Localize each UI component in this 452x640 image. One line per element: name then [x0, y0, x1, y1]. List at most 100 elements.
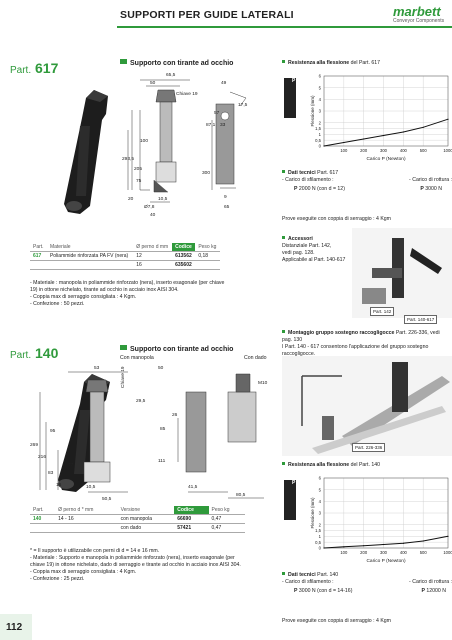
- table-row: 16 635602: [30, 260, 220, 270]
- dim-label: 77: [68, 462, 74, 468]
- dim-label: 10,5: [158, 196, 168, 202]
- montaggio-image: [282, 356, 452, 456]
- label-part-226-336: Part. 226-336: [352, 443, 386, 452]
- accessori-image: [352, 228, 452, 318]
- dim-label: 95: [50, 428, 56, 434]
- x-tick-label: 300: [380, 550, 388, 555]
- notes-617: - Materiale : manopola in poliammide rin…: [30, 280, 225, 308]
- dim-label: 20: [128, 196, 134, 202]
- dim-label: 9: [224, 194, 227, 200]
- dim-label: 293,5: [122, 156, 134, 162]
- dim-label: 26: [172, 412, 178, 418]
- prove-617: Prove eseguite con coppia di serraggio :…: [282, 216, 392, 222]
- brand-subtitle: Conveyor Components: [393, 18, 445, 24]
- dim-label: 65,5: [166, 72, 176, 78]
- y-tick-label: 5: [319, 487, 322, 492]
- bullet-icon: [282, 572, 285, 575]
- green-square-icon: [120, 345, 127, 350]
- y-tick-label: 2: [319, 522, 322, 527]
- y-tick-label: 6: [319, 74, 322, 79]
- data-point: [382, 134, 385, 137]
- dim-label: 41,5: [188, 484, 198, 490]
- y-tick-label: 1: [319, 132, 322, 137]
- y-tick-label: 4: [319, 97, 322, 102]
- y-tick-label: 4: [319, 499, 322, 504]
- dim-label: 17,5: [238, 102, 248, 108]
- header-rule: [117, 26, 452, 28]
- spec-table-617: Part. Materiale Ø perno d mm Codice Peso…: [30, 243, 220, 270]
- dim-label: 29,5: [136, 398, 146, 404]
- y-tick-label: 0,5: [315, 540, 321, 545]
- prove-140: Prove eseguite con coppia di serraggio :…: [282, 618, 392, 624]
- plot-frame: [323, 75, 449, 147]
- bullet-icon: [282, 170, 285, 173]
- y-tick-label: 5: [319, 85, 322, 90]
- header-bar: [0, 0, 452, 28]
- label-con-manopola: Con manopola: [120, 355, 154, 361]
- dim-label: 100: [140, 138, 148, 144]
- table-row: 617 Poliammide rinforzata PA FV (nera) 1…: [30, 251, 220, 261]
- data-point: [323, 145, 325, 147]
- page-title: SUPPORTI PER GUIDE LATERALI: [120, 9, 294, 21]
- y-tick-label: 0,5: [315, 138, 321, 143]
- y-tick-label: 3: [319, 511, 322, 516]
- dim-label: 85: [160, 426, 166, 432]
- data-point: [323, 547, 325, 549]
- part-prefix: Part.: [10, 65, 32, 76]
- x-tick-label: 100: [340, 550, 348, 555]
- section-title-140: Supporto con tirante ad occhio: [120, 345, 233, 353]
- dim-label: 16: [56, 482, 62, 488]
- plot-frame: [323, 477, 449, 549]
- bullet-icon: [282, 462, 285, 465]
- green-square-icon: [120, 59, 127, 64]
- x-tick-label: 400: [400, 550, 408, 555]
- x-tick-label: 500: [420, 148, 428, 153]
- dim-label: Chiave 19: [176, 91, 198, 97]
- p-label: P: [292, 78, 296, 84]
- bullet-icon: [282, 236, 285, 239]
- dim-label: 87,1: [206, 122, 216, 128]
- dim-label: 50: [158, 365, 164, 371]
- data-point: [447, 118, 449, 120]
- x-tick-label: 200: [360, 550, 368, 555]
- x-tick-label: 1000: [443, 148, 452, 153]
- part-number: 140: [35, 345, 59, 361]
- brand-logo: marbett: [393, 4, 441, 19]
- data-point: [402, 131, 404, 133]
- label-part-140-617: Part. 140-617: [404, 315, 438, 324]
- chart-title-617: Resistenza alla flessione del Part. 617: [282, 60, 452, 67]
- y-tick-label: 0: [319, 144, 322, 149]
- dim-label: 83: [48, 470, 54, 476]
- table-row: 140 14 - 16 con manopola 66690 0,47: [30, 514, 245, 524]
- page-number-box: [0, 614, 32, 640]
- dim-label: 50,5: [102, 496, 112, 502]
- part-prefix: Part.: [10, 350, 32, 361]
- data-point: [422, 126, 424, 128]
- series-line: [323, 118, 449, 147]
- technical-drawing-140: 53 Chiave 19 50 M10 29,5 85 26 269 216 9…: [28, 362, 278, 502]
- chart-title-140: Resistenza alla flessione del Part. 140: [282, 462, 452, 469]
- dim-label: 65: [224, 204, 230, 210]
- section-title-617: Supporto con tirante ad occhio: [120, 59, 233, 67]
- dim-label: 40: [150, 212, 156, 218]
- data-point: [382, 543, 385, 546]
- dim-label: 49: [221, 80, 227, 86]
- data-point: [422, 540, 424, 542]
- part-617-label: Part. 617: [10, 60, 58, 76]
- data-point: [363, 138, 365, 140]
- y-axis-label: Flessione (mm): [310, 497, 315, 529]
- dim-label: 10,5: [86, 484, 96, 490]
- x-tick-label: 100: [340, 148, 348, 153]
- data-point: [343, 141, 345, 144]
- bullet-icon: [282, 330, 285, 333]
- y-tick-label: 1: [319, 534, 322, 539]
- montaggio-block: Montaggio gruppo sostegno raccogligocce …: [282, 330, 440, 358]
- data-point: [343, 546, 345, 548]
- label-part-142: Part. 142: [370, 307, 395, 316]
- label-con-dado: Con dado: [244, 355, 267, 361]
- technical-drawing-617: 65,5 50 Chiave 19 49 17,5 57 87,1 33 293…: [120, 70, 270, 230]
- y-tick-label: 0: [319, 546, 322, 551]
- x-tick-label: 1000: [443, 550, 452, 555]
- x-tick-label: 300: [380, 148, 388, 153]
